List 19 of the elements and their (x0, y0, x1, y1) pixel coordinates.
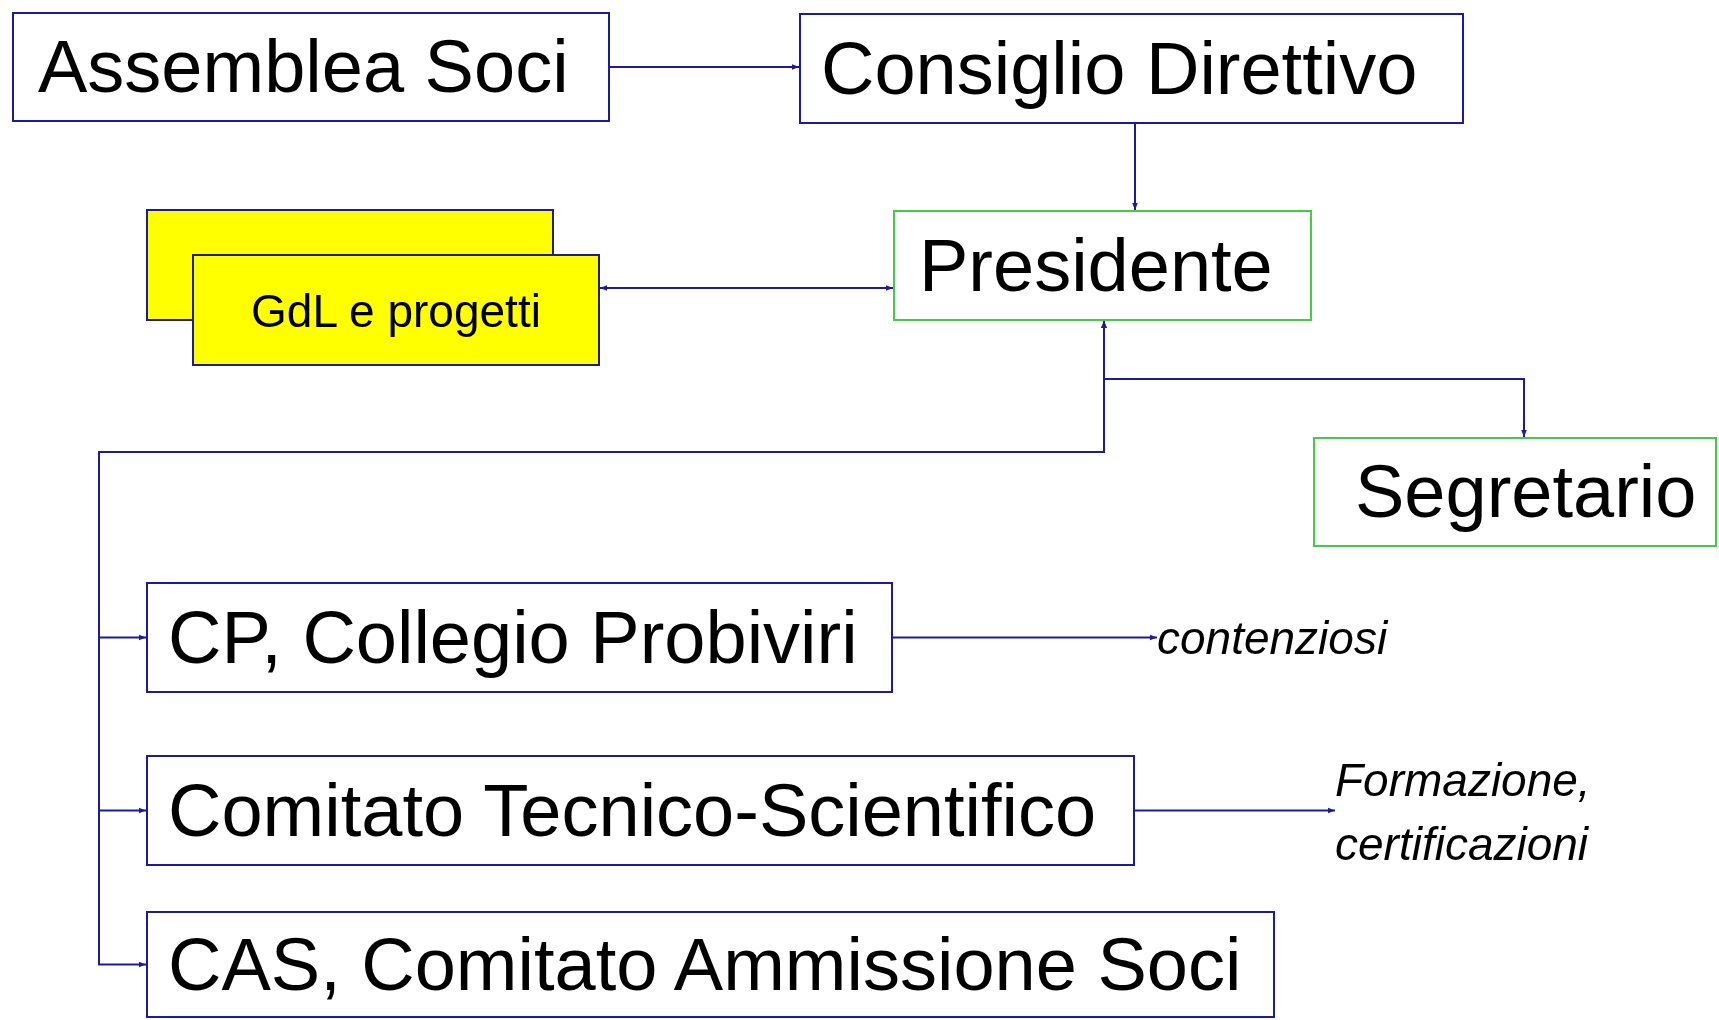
node-label: Presidente (919, 228, 1273, 303)
org-box (799, 13, 1464, 124)
node-label: contenziosi (1157, 615, 1388, 661)
arrow (1132, 123, 1138, 211)
arrow (599, 285, 894, 291)
node-label: Comitato Tecnico-Scientifico (168, 773, 1097, 848)
org-box (1313, 437, 1717, 547)
arrow (1134, 807, 1336, 814)
arrow (98, 320, 1107, 968)
committee-box (146, 582, 893, 693)
node-label: Formazione, certificazioni (1335, 752, 1592, 872)
committee-box (146, 911, 1275, 1018)
org-box (12, 12, 610, 122)
committee-box (146, 755, 1135, 866)
node-label: Assemblea Soci (38, 30, 569, 104)
arrow (892, 634, 1158, 641)
org-box (893, 210, 1312, 321)
arrow (609, 64, 800, 70)
node-label: CAS, Comitato Ammissione Soci (168, 927, 1242, 1002)
